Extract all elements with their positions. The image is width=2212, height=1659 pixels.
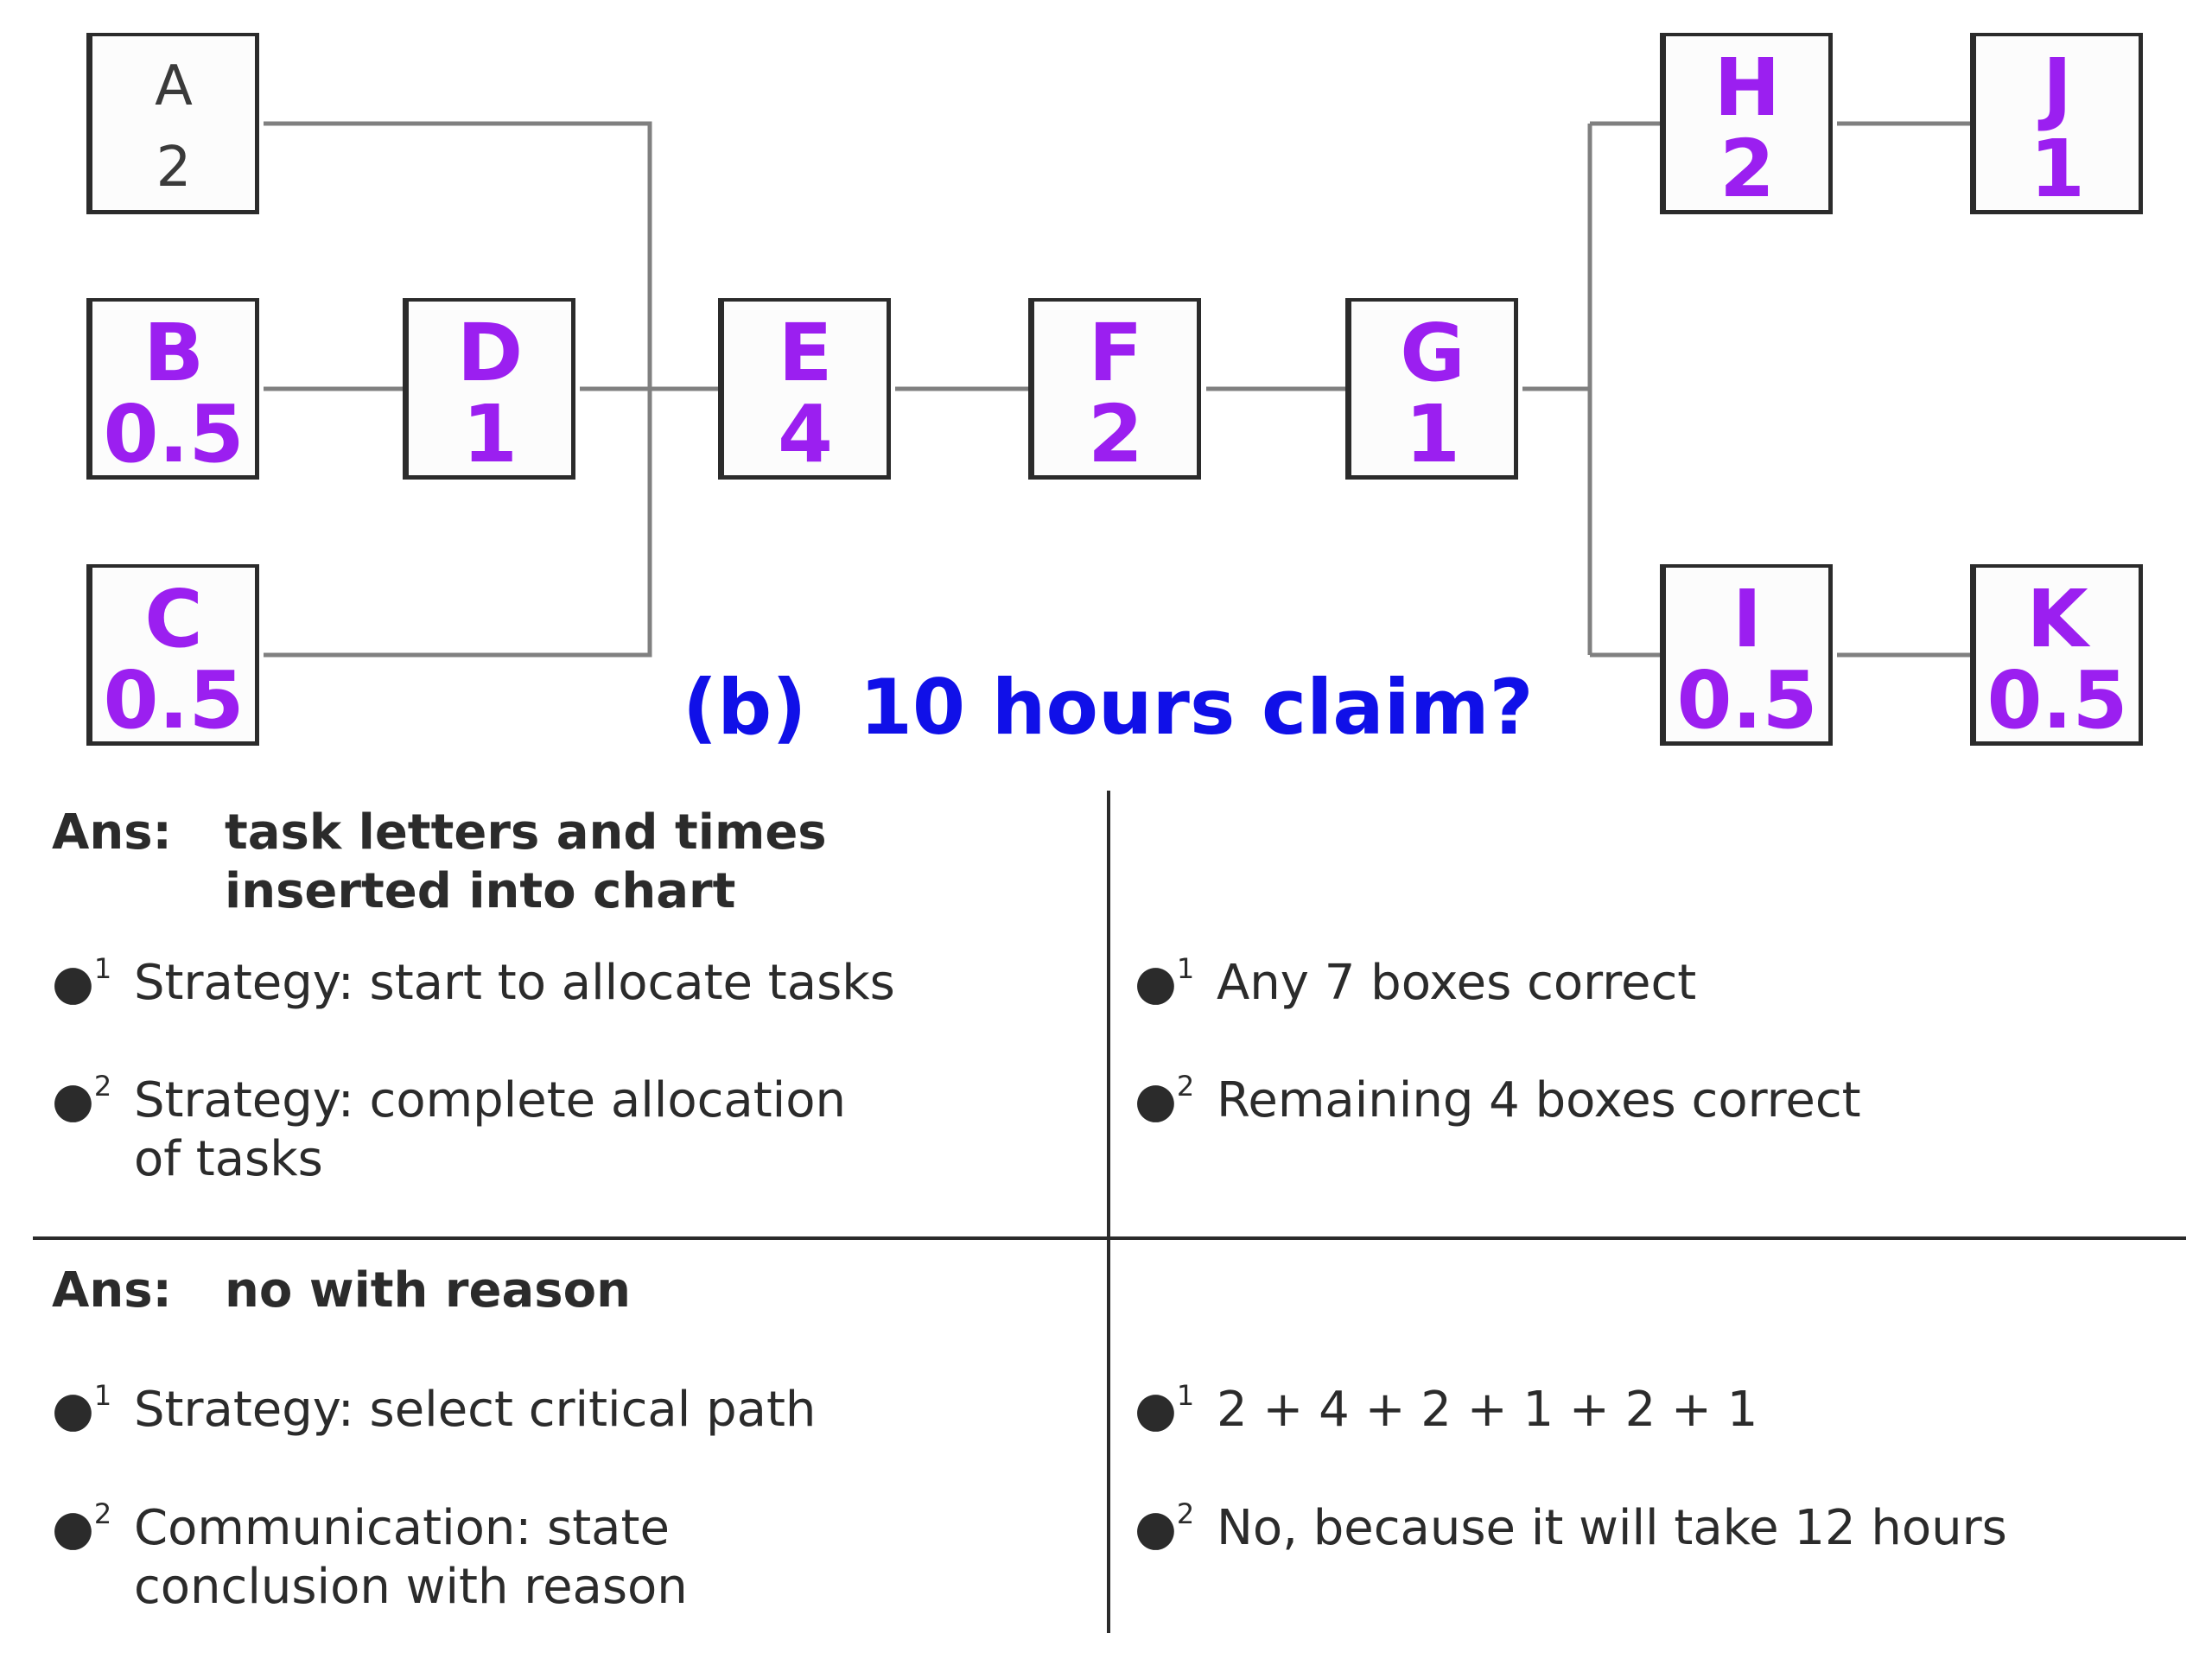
bullet-dot-icon: ● <box>1135 1382 1177 1438</box>
bullet-dot-icon: ● <box>1135 1500 1177 1556</box>
task-letter: D <box>456 307 524 399</box>
heading-line: no with reason <box>225 1262 631 1319</box>
bullet-number: 1 <box>93 952 112 985</box>
bullet-text: No, because it will take 12 hours <box>1217 1500 2007 1556</box>
task-box-b: B 0.5 <box>86 298 259 480</box>
bullet-line: Strategy: complete allocation <box>134 1072 846 1128</box>
diagram-caption: (b) 10 hours claim? <box>683 663 1534 752</box>
task-time: 0.5 <box>103 654 245 747</box>
bullet-line: Communication: state <box>134 1500 670 1556</box>
task-letter: F <box>1088 307 1143 399</box>
task-letter: G <box>1400 307 1465 399</box>
task-time: 2 <box>1719 123 1775 215</box>
bullet-marker: ●2 <box>52 1497 138 1564</box>
task-letter: C <box>144 573 203 665</box>
bullet-number: 2 <box>93 1497 112 1530</box>
heading-prefix: Ans: <box>52 1262 172 1319</box>
task-box-d: D 1 <box>403 298 575 480</box>
task-box-g: G 1 <box>1345 298 1518 480</box>
bullet-marker: ●1 <box>52 1379 138 1446</box>
task-time: 0.5 <box>103 388 245 480</box>
table-divider-horizontal <box>33 1236 2186 1240</box>
task-box-c: C 0.5 <box>86 564 259 746</box>
bullet-marker: ●1 <box>52 952 138 1019</box>
bullet-number: 1 <box>93 1379 112 1412</box>
bullet-number: 1 <box>1176 1379 1195 1412</box>
bullet-line: of tasks <box>134 1131 323 1187</box>
task-letter: A <box>155 54 193 118</box>
task-letter: J <box>2042 41 2073 134</box>
connector-a-e <box>264 121 652 389</box>
bullet-dot-icon: ● <box>1135 955 1177 1011</box>
task-letter: K <box>2026 573 2088 665</box>
task-time: 1 <box>1404 388 1460 480</box>
bullet-dot-icon: ● <box>52 1072 94 1128</box>
bullet-text: Strategy: select critical path <box>134 1381 816 1440</box>
task-time: 1 <box>461 388 518 480</box>
task-time: 2 <box>156 136 192 200</box>
bullet-text: Remaining 4 boxes correct <box>1217 1072 1861 1128</box>
task-box-f: F 2 <box>1028 298 1201 480</box>
task-box-k: K 0.5 <box>1970 564 2143 746</box>
bullet-text: Strategy: start to allocate tasks <box>134 954 895 1013</box>
heading-prefix: Ans: <box>52 804 172 861</box>
task-letter: H <box>1713 41 1781 134</box>
bullet-dot-icon: ● <box>52 1500 94 1556</box>
heading-text: no with reason <box>225 1262 631 1320</box>
bullet-marker: ●2 <box>1135 1497 1221 1564</box>
task-network-diagram: A 2 B 0.5 C 0.5 D 1 E 4 F 2 G 1 H 2 J 1 … <box>0 0 2212 778</box>
task-time: 0.5 <box>1676 654 1818 747</box>
task-time: 1 <box>2029 123 2085 215</box>
task-time: 2 <box>1087 388 1143 480</box>
bullet-line: conclusion with reason <box>134 1559 688 1615</box>
bullet-number: 2 <box>93 1070 112 1103</box>
heading-line: task letters and times <box>225 804 827 861</box>
bullet-marker: ●2 <box>1135 1070 1221 1136</box>
connector-c-e <box>264 389 652 658</box>
bullet-marker: ●2 <box>52 1070 138 1136</box>
task-box-e: E 4 <box>718 298 891 480</box>
bullet-dot-icon: ● <box>52 1382 94 1438</box>
task-box-i: I 0.5 <box>1660 564 1833 746</box>
task-time: 4 <box>777 388 833 480</box>
bullet-line: Strategy: start to allocate tasks <box>134 955 895 1011</box>
task-box-j: J 1 <box>1970 33 2143 214</box>
bullet-text: 2 + 4 + 2 + 1 + 2 + 1 <box>1217 1382 1758 1438</box>
section-2-heading: Ans: no with reason <box>52 1262 631 1320</box>
bullet-number: 1 <box>1176 952 1195 985</box>
task-letter: E <box>778 307 833 399</box>
connector-lines <box>264 121 1970 658</box>
task-box-a: A 2 <box>86 33 259 214</box>
bullet-marker: ●1 <box>1135 952 1221 1019</box>
task-time: 0.5 <box>1986 654 2128 747</box>
heading-line: inserted into chart <box>225 863 736 919</box>
bullet-number: 2 <box>1176 1497 1195 1530</box>
bullet-dot-icon: ● <box>1135 1072 1177 1128</box>
bullet-marker: ●1 <box>1135 1379 1221 1446</box>
bullet-line: Strategy: select critical path <box>134 1382 817 1438</box>
bullet-number: 2 <box>1176 1070 1195 1103</box>
task-letter: B <box>143 307 205 399</box>
bullet-text: Any 7 boxes correct <box>1217 955 1697 1011</box>
bullet-dot-icon: ● <box>52 955 94 1011</box>
task-letter: I <box>1732 573 1763 665</box>
table-divider-vertical <box>1107 791 1110 1633</box>
task-box-h: H 2 <box>1660 33 1833 214</box>
